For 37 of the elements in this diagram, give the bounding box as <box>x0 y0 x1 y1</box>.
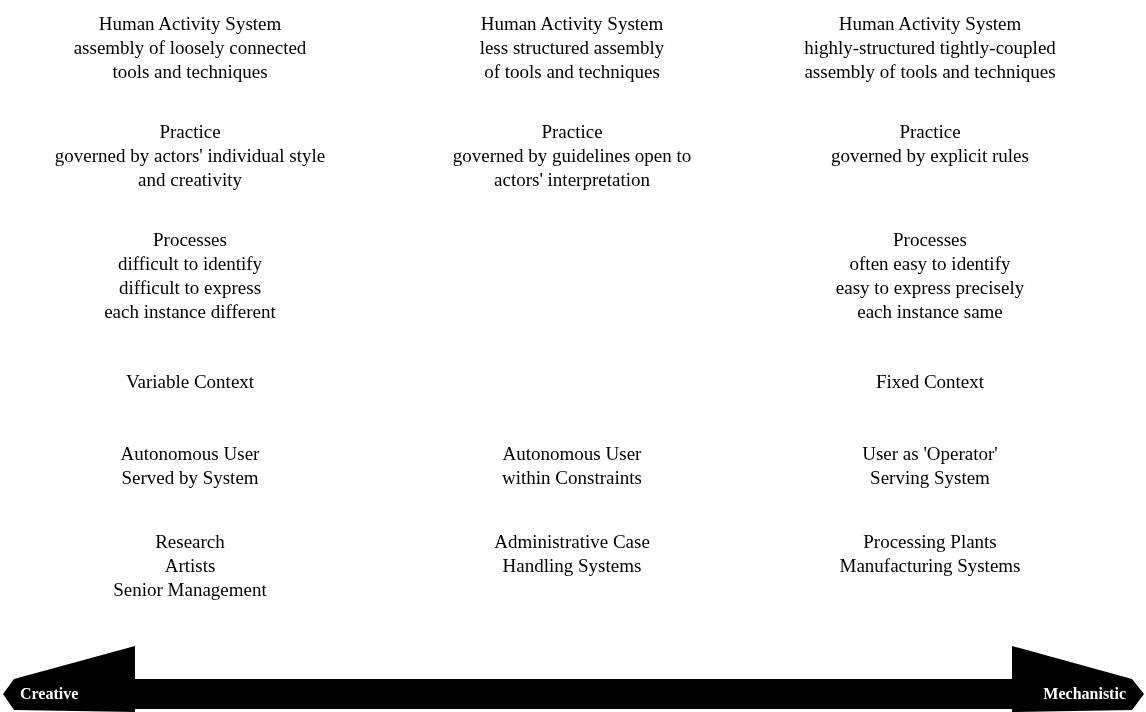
label-text: governed by explicit rules <box>831 144 1029 168</box>
label-text: often easy to identify <box>849 252 1011 276</box>
label-text: highly-structured tightly-coupled assembly of tools and techniques <box>803 36 1057 84</box>
label-text: Human Activity System <box>98 12 282 36</box>
label-text: Autonomous User <box>120 442 260 466</box>
label-text: User as 'Operator' <box>862 442 998 466</box>
label-text: Fixed Context <box>875 370 985 394</box>
label-text: Serving System <box>870 466 990 490</box>
label-text: Practice <box>541 120 603 144</box>
label-text: Autonomous User <box>502 442 642 466</box>
label-text: Processes <box>893 228 967 252</box>
label-text: governed by guidelines open to actors' interpretation <box>451 144 693 192</box>
label-text: Senior Management <box>113 578 267 602</box>
label-text: assembly of loosely connected tools and techniques <box>72 36 308 84</box>
label-text: Served by System <box>121 466 259 490</box>
label-text: Human Activity System <box>838 12 1022 36</box>
label-text: Administrative Case <box>494 530 650 554</box>
arrow-end-label: Creative <box>20 685 79 703</box>
label-text: governed by actors' individual style and creativity <box>53 144 327 192</box>
label-text: within Constraints <box>502 466 642 490</box>
label-text: each instance different <box>104 300 276 324</box>
label-text: Manufacturing Systems <box>839 554 1021 578</box>
label-text: difficult to identify <box>117 252 263 276</box>
label-text: Artists <box>164 554 216 578</box>
label-text: difficult to express <box>118 276 262 300</box>
label-text: Variable Context <box>125 370 255 394</box>
label-text: Research <box>155 530 225 554</box>
label-text: Practice <box>159 120 221 144</box>
label-text: easy to express precisely <box>835 276 1025 300</box>
label-text: less structured assembly of tools and techniques <box>478 36 666 84</box>
label-text: Handling Systems <box>502 554 642 578</box>
label-text: Processes <box>153 228 227 252</box>
label-text: each instance same <box>857 300 1003 324</box>
label-text: Processing Plants <box>863 530 997 554</box>
arrow-end-label: Mechanistic <box>1043 685 1126 703</box>
label-text: Human Activity System <box>480 12 664 36</box>
label-text: Practice <box>899 120 961 144</box>
